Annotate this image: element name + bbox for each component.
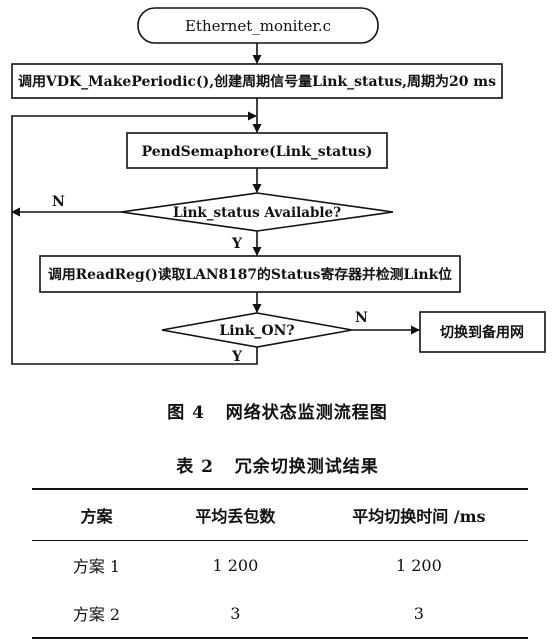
figure-caption: 图 4 网络状态监测流程图	[167, 403, 388, 423]
step1-label: 调用VDK_MakePeriodic(),创建周期信号量Link_status,…	[18, 73, 496, 90]
cell-packet-loss: 1 200	[212, 555, 259, 575]
decision1-yes-label: Y	[231, 236, 243, 252]
step3-label: 调用ReadReg()读取LAN8187的Status寄存器并检测Link位	[48, 266, 453, 283]
step2-label: PendSemaphore(Link_status)	[142, 144, 373, 160]
table-title: 表 2 冗余切换测试结果	[176, 457, 379, 477]
cell-scheme: 方案 2	[72, 605, 121, 624]
table-row: 方案 1 1 200 1 200	[32, 541, 528, 590]
cell-switch-time: 1 200	[395, 555, 442, 575]
result-table: 方案 平均丢包数 平均切换时间 /ms 方案 1 1 200 1 200 方案 …	[32, 488, 528, 639]
switch-to-backup-label: 切换到备用网	[440, 324, 524, 341]
header-scheme: 方案	[80, 507, 113, 526]
decision1-no-label: N	[52, 194, 65, 210]
decision2-label: Link_ON?	[219, 323, 294, 339]
decision2-no-label: N	[355, 310, 368, 326]
cell-scheme: 方案 1	[72, 557, 121, 576]
start-label: Ethernet_moniter.c	[185, 17, 331, 35]
start-terminator	[137, 7, 379, 44]
header-avg-switch-time: 平均切换时间 /ms	[352, 507, 486, 526]
decision1-label: Link_status Available?	[173, 205, 341, 221]
process-read-reg	[39, 255, 461, 293]
switch-to-backup-box	[419, 311, 546, 353]
flowchart: Ethernet_moniter.c 调用VDK_MakePeriodic(),…	[11, 7, 546, 365]
cell-packet-loss: 3	[230, 603, 241, 623]
cell-switch-time: 3	[413, 603, 424, 623]
table-header-row: 方案 平均丢包数 平均切换时间 /ms	[32, 489, 528, 541]
decision2-yes-label: Y	[231, 349, 243, 365]
table-row: 方案 2 3 3	[32, 589, 528, 638]
header-avg-packet-loss: 平均丢包数	[195, 507, 276, 526]
